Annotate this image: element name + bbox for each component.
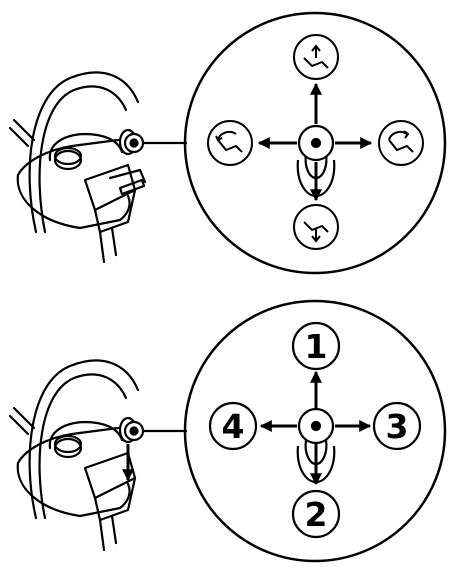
position-1-label: 1 xyxy=(305,327,328,366)
joystick-knob-bottom xyxy=(118,416,187,444)
direction-arrows-bottom xyxy=(259,370,372,486)
position-3-label: 3 xyxy=(386,407,409,446)
joystick-knob-top xyxy=(118,128,187,156)
chair-backrest-right-icon xyxy=(378,120,424,166)
chair-recline-up-icon xyxy=(293,34,339,80)
detail-circle-top xyxy=(183,11,447,275)
position-4-label: 4 xyxy=(222,407,245,446)
chair-backrest-left-icon xyxy=(207,120,253,166)
position-2-label: 2 xyxy=(305,495,328,534)
foot-control-illustration-bottom xyxy=(8,359,140,552)
detail-circle-bottom xyxy=(183,299,447,563)
position-3: 3 xyxy=(372,401,422,451)
direction-arrows-top xyxy=(257,82,373,202)
position-4: 4 xyxy=(208,401,258,451)
foot-control-illustration-top xyxy=(8,71,147,264)
position-1: 1 xyxy=(291,321,341,371)
top-panel xyxy=(8,11,447,275)
position-2: 2 xyxy=(291,489,341,539)
bottom-panel: 1 2 3 4 xyxy=(8,299,447,563)
chair-recline-down-icon xyxy=(293,204,339,250)
